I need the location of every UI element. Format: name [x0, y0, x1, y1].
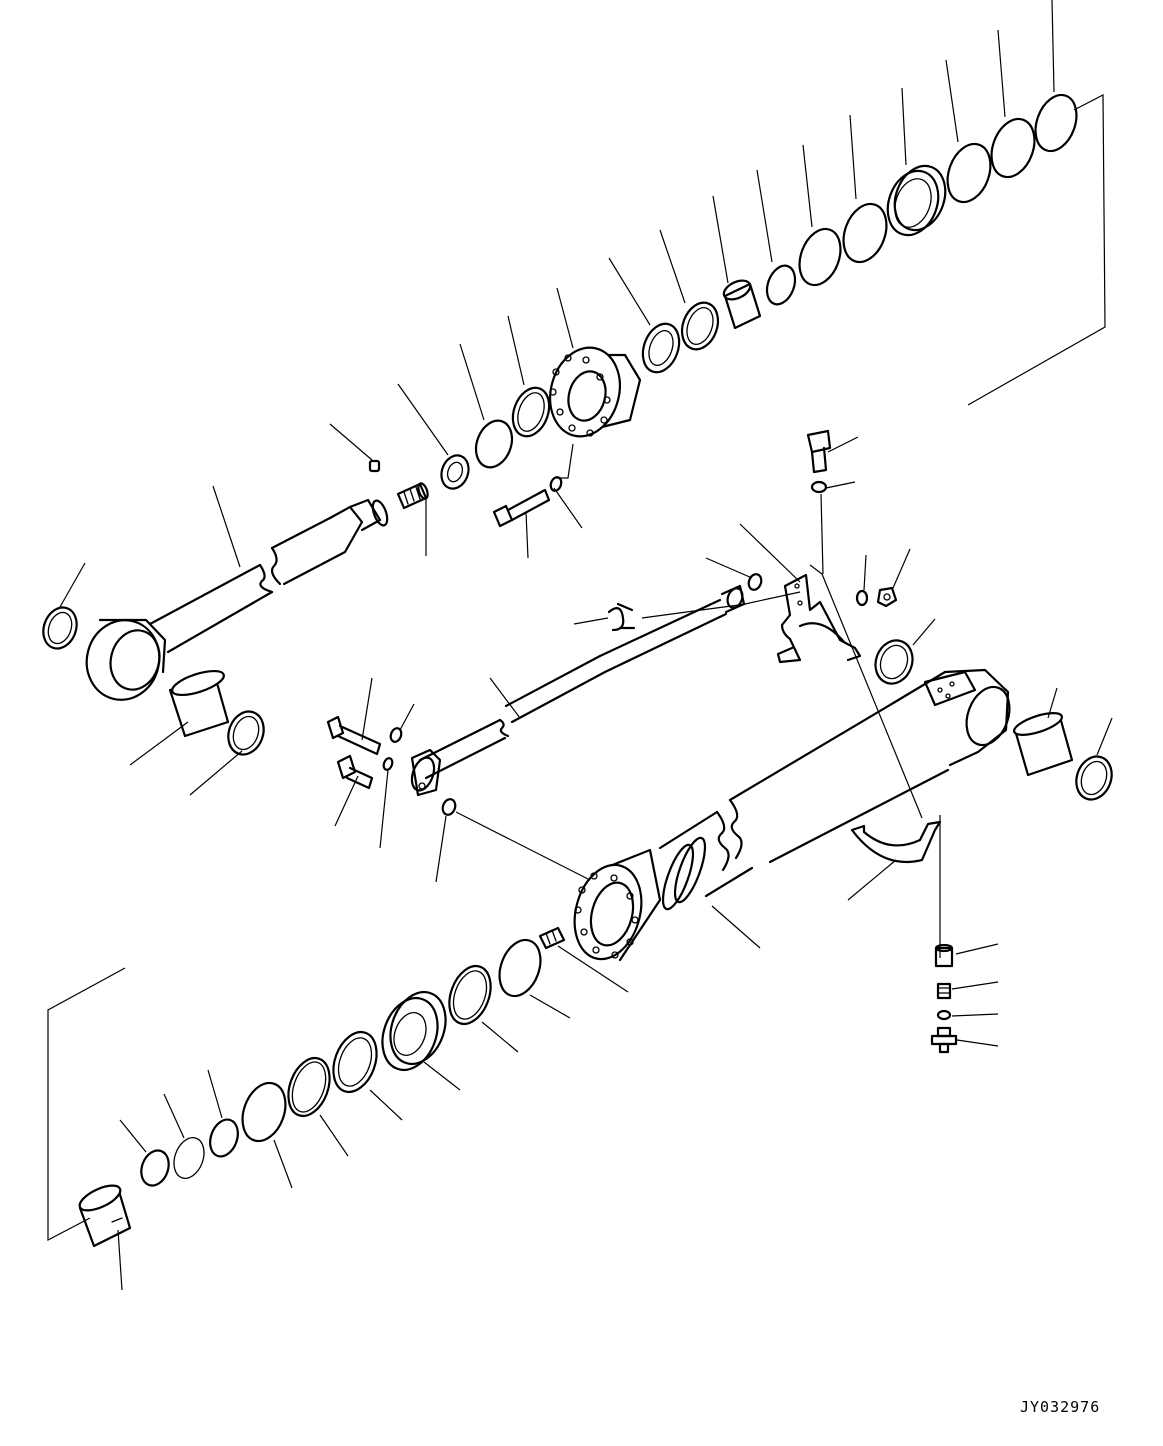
lower-bracket: [47, 967, 126, 1241]
rod-eye-seal: [227, 710, 265, 756]
piston-nut-ring: [140, 1149, 170, 1187]
o-ring-top-2: [990, 117, 1036, 179]
rod-eye-bushing: [168, 669, 230, 738]
grease-nipple-top: [368, 459, 381, 473]
piston: [381, 991, 447, 1071]
hose: [418, 584, 746, 780]
o-ring-top-1: [946, 142, 992, 204]
hose-clamp: [607, 602, 636, 632]
tube-eye-bushing: [1012, 712, 1074, 777]
fitting-plug: [930, 1026, 958, 1054]
hose-end-o-ring: [747, 573, 763, 591]
piston-ring-1: [498, 938, 542, 998]
grease-fitting: [934, 943, 954, 968]
set-screw: [538, 926, 566, 950]
drawing-code-label: JY032976: [1020, 1398, 1101, 1416]
rod-end-seal-ring: [42, 606, 78, 650]
tube-eye-seal: [1075, 755, 1113, 801]
head-bolt: [492, 488, 551, 528]
piston-seal: [173, 1137, 205, 1179]
piston-ring-2: [448, 964, 492, 1026]
bracket-bolt: [806, 429, 832, 474]
flange-bolt-2: [336, 754, 374, 790]
cylinder-head: [549, 346, 642, 438]
flange-washer-2: [382, 757, 394, 771]
check-valve-spring: [936, 982, 952, 1000]
flange-bolt-1: [326, 715, 382, 756]
bracket-washer: [810, 480, 828, 494]
piston-o-ring-2: [241, 1081, 287, 1143]
leader-lines: [59, 0, 1113, 1291]
piston-rod: [85, 498, 389, 701]
tube-seal-ring: [874, 639, 914, 685]
flange-o-ring: [441, 798, 457, 816]
group-bracket-upper: [967, 94, 1106, 406]
hose-flange: [410, 748, 442, 797]
dust-seal: [511, 386, 551, 438]
piston-nut: [78, 1184, 132, 1248]
snap-ring-2: [765, 264, 797, 306]
bushing: [722, 279, 762, 330]
check-ball: [936, 1009, 952, 1021]
bracket-nut: [876, 586, 898, 608]
head-seal-assembly: [886, 164, 947, 237]
rod-packing: [680, 301, 720, 351]
o-ring-head: [798, 227, 842, 287]
bracket-washer-2: [855, 589, 869, 607]
o-ring-top-3: [1034, 93, 1078, 153]
wear-ring: [332, 1030, 378, 1094]
hose-bracket: [776, 573, 862, 664]
snap-ring: [474, 419, 514, 469]
flange-washer-1: [389, 727, 403, 743]
tube-clamp-band: [850, 820, 942, 864]
piston-o-ring-1: [287, 1056, 331, 1118]
cylinder-tube: [573, 668, 1011, 962]
threaded-stud: [396, 482, 429, 510]
buffer-ring: [641, 322, 681, 374]
backup-ring-small: [209, 1118, 239, 1158]
backup-ring-head: [842, 202, 888, 264]
lock-washer: [440, 454, 470, 490]
